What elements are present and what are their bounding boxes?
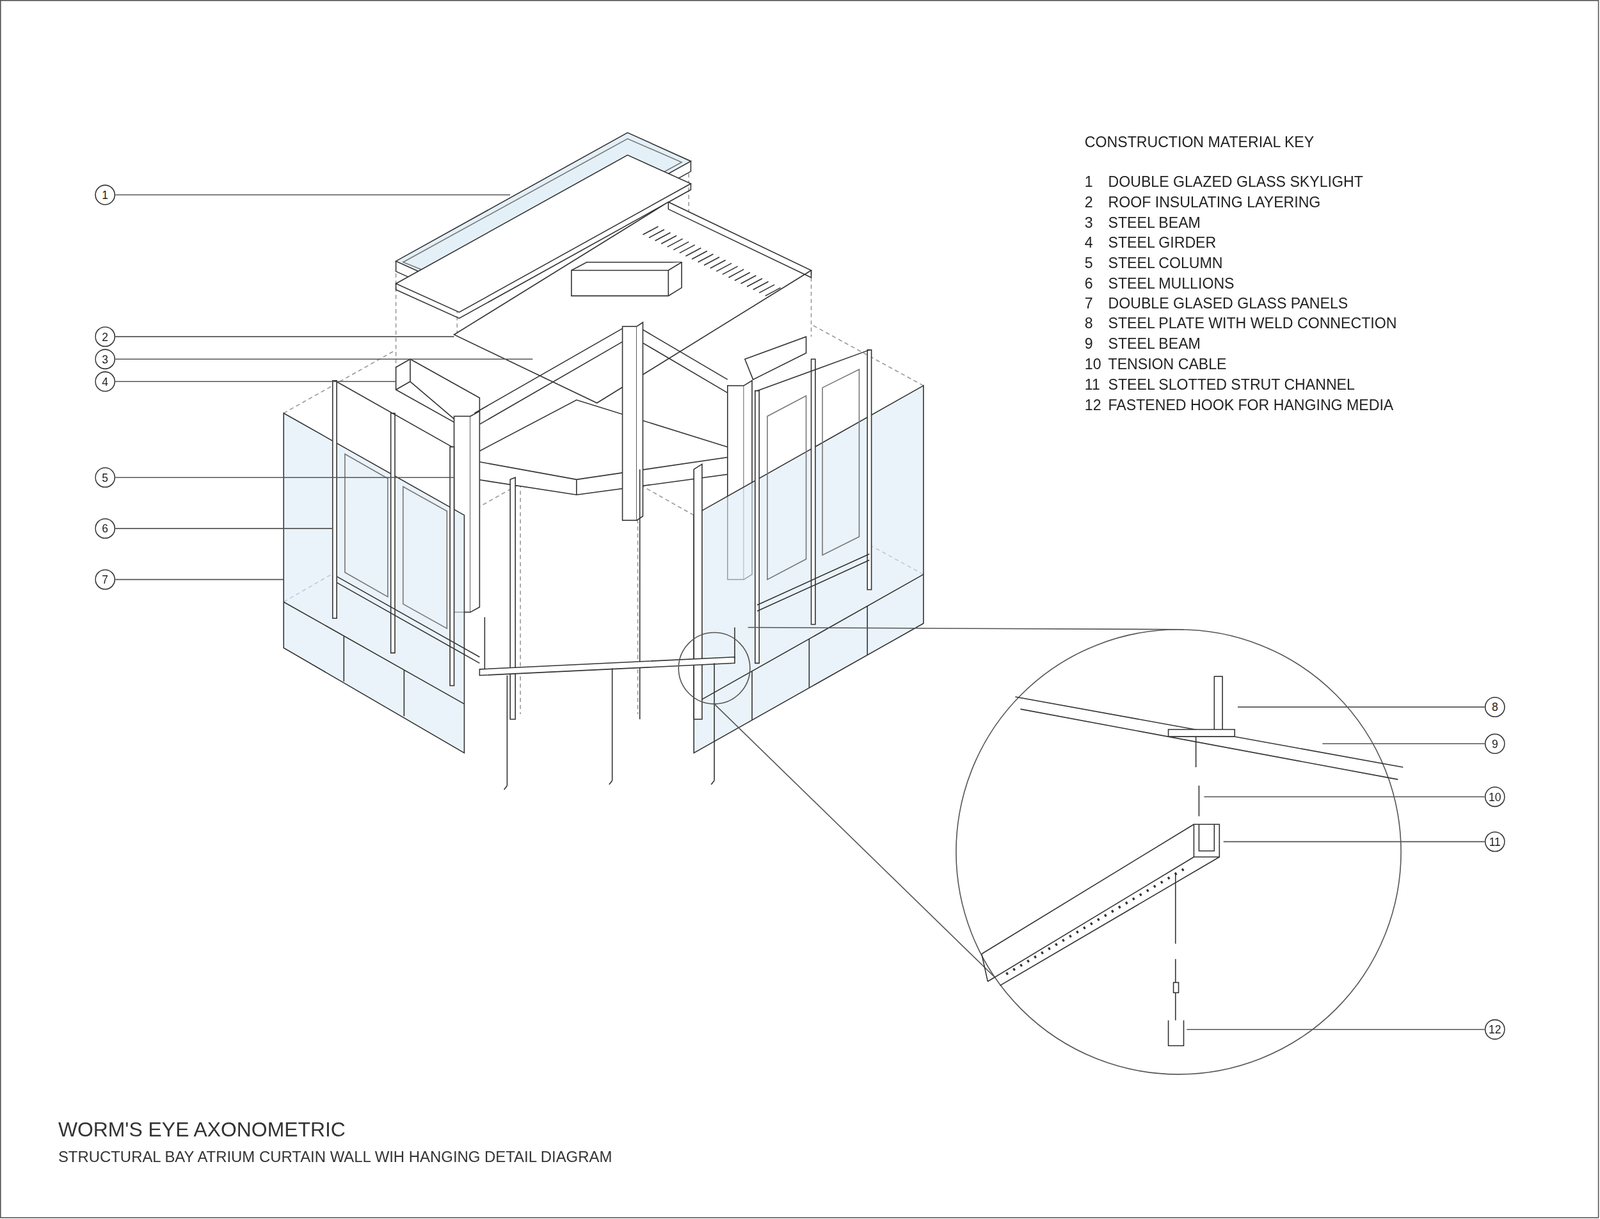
key-text: STEEL SLOTTED STRUT CHANNEL	[1108, 377, 1355, 393]
hanging-detail	[981, 676, 1403, 1046]
key-text: DOUBLE GLAZED GLASS SKYLIGHT	[1108, 174, 1364, 190]
callout-number: 7	[101, 574, 109, 586]
key-text: ROOF INSULATING LAYERING	[1108, 194, 1321, 210]
leader-lines	[115, 195, 1485, 1030]
callout-circle: 11	[1484, 831, 1506, 852]
key-text: STEEL PLATE WITH WELD CONNECTION	[1108, 316, 1398, 332]
detail-callout	[678, 627, 1401, 1075]
key-number: 8	[1084, 316, 1094, 332]
callout-circle: 5	[94, 467, 116, 488]
key-text: STEEL GIRDER	[1108, 235, 1217, 251]
key-number: 1	[1084, 174, 1094, 190]
callout-circle: 6	[94, 518, 116, 539]
callout-number: 3	[101, 353, 109, 365]
hanging-strut	[479, 617, 735, 790]
key-number: 10	[1084, 357, 1102, 372]
key-text: DOUBLE GLASED GLASS PANELS	[1108, 296, 1349, 312]
key-text: FASTENED HOOK FOR HANGING MEDIA	[1108, 398, 1394, 413]
callout-circle: 2	[94, 326, 116, 347]
callout-number: 4	[101, 376, 109, 388]
key-number: 12	[1084, 398, 1102, 413]
key-text: STEEL COLUMN	[1108, 256, 1224, 271]
callout-circle: 9	[1484, 733, 1506, 754]
diagram-caption: STRUCTURAL BAY ATRIUM CURTAIN WALL WIH H…	[58, 1148, 613, 1165]
callout-circle: 4	[94, 371, 116, 392]
callout-circle: 1	[94, 184, 116, 206]
callout-circle: 12	[1484, 1019, 1506, 1040]
callout-number: 5	[101, 471, 109, 484]
callout-number: 12	[1488, 1024, 1502, 1036]
left-curtain-wall	[283, 380, 516, 754]
callout-circle: 10	[1484, 786, 1506, 808]
key-text: STEEL MULLIONS	[1108, 275, 1235, 291]
key-text: TENSION CABLE	[1108, 357, 1227, 372]
callout-number: 10	[1488, 791, 1502, 803]
callout-number: 9	[1491, 738, 1499, 751]
key-number: 9	[1084, 336, 1094, 352]
key-number: 6	[1084, 275, 1094, 291]
key-text: STEEL BEAM	[1108, 215, 1201, 230]
key-number: 11	[1084, 377, 1101, 393]
diagram-title: WORM'S EYE AXONOMETRIC	[58, 1119, 346, 1140]
key-heading: CONSTRUCTION MATERIAL KEY	[1084, 134, 1314, 150]
callout-number: 8	[1491, 701, 1499, 713]
callout-number: 2	[101, 330, 109, 343]
callout-number: 6	[101, 522, 109, 535]
callout-circle: 3	[94, 348, 116, 370]
key-text: STEEL BEAM	[1108, 336, 1201, 352]
steel-beams	[474, 328, 728, 425]
key-number: 4	[1084, 235, 1094, 251]
key-number: 3	[1084, 215, 1094, 230]
callout-number: 1	[101, 189, 109, 201]
key-number: 2	[1084, 194, 1094, 210]
callout-number: 11	[1489, 836, 1501, 848]
callout-circle: 7	[94, 569, 116, 591]
key-number: 7	[1084, 296, 1094, 312]
right-curtain-wall	[640, 350, 924, 754]
key-number: 5	[1084, 256, 1094, 271]
callout-circle: 8	[1484, 696, 1506, 718]
